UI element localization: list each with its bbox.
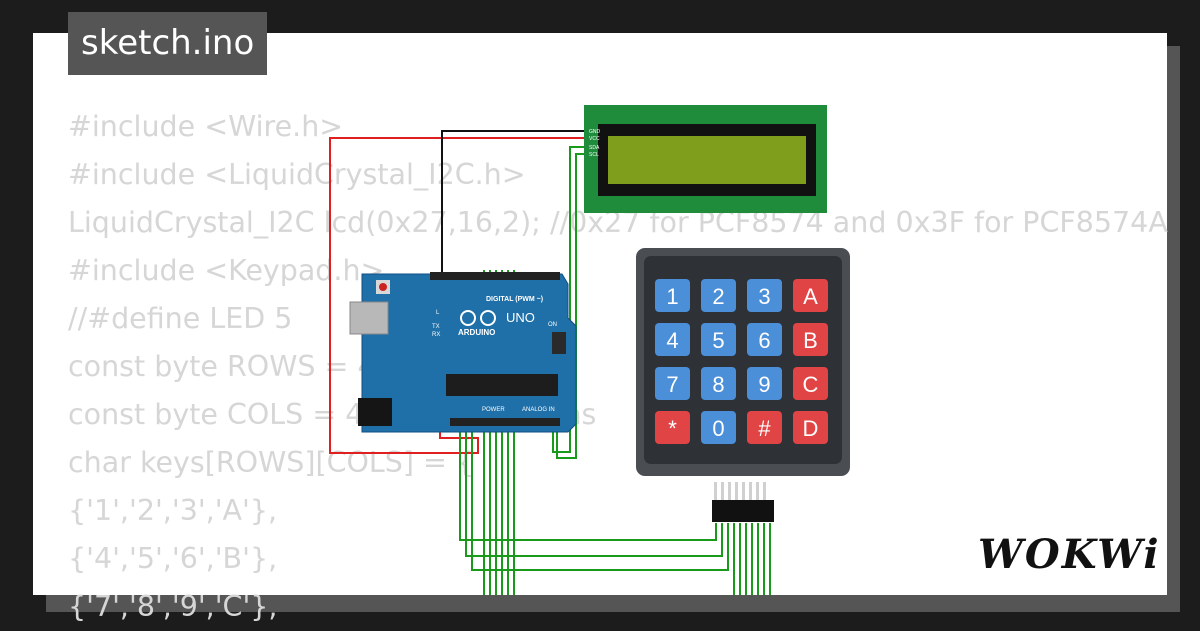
keypad-key-label: * [668,416,677,441]
wire-gnd [441,130,585,277]
keypad-key[interactable]: 7 [655,367,690,400]
digital-header [430,272,560,280]
usb-port [349,301,389,335]
on-label: ON [548,322,557,328]
keypad-key-face [655,367,690,400]
board-label: UNO [506,310,535,325]
code-line: #include <Wire.h> [68,110,344,143]
keypad-key-label: 4 [666,328,678,353]
l-label: L [436,310,440,316]
keypad-key-face [655,279,690,312]
wokwi-logo: WOKWi [976,530,1159,580]
keypad-key[interactable]: B [793,323,828,356]
tx-label: TX [432,324,440,330]
code-line: {'1','2','3','A'}, [68,494,278,527]
keypad-key-label: 2 [712,284,724,309]
keypad-key-face [701,367,736,400]
keypad-key[interactable]: 3 [747,279,782,312]
keypad-key[interactable]: 9 [747,367,782,400]
keypad-key[interactable]: D [793,411,828,444]
keypad-key-face [793,411,828,444]
keypad-key-face [747,367,782,400]
analog-label: ANALOG IN [522,407,555,413]
wire-vcc [329,137,585,454]
wire-sda [552,146,585,453]
lcd-display[interactable]: GND VCC SDA SCL [584,105,827,213]
keypad-key-face [701,411,736,444]
keypad-key-face [655,411,690,444]
rx-label: RX [432,332,440,338]
keypad-key-face [701,279,736,312]
keypad-key-face [747,323,782,356]
keypad-key[interactable]: C [793,367,828,400]
lcd-pin-vcc: VCC [589,136,600,142]
keypad-key-label: 0 [712,416,724,441]
keypad-key-face [747,279,782,312]
brand-label: ARDUINO [458,328,495,337]
keypad-key-label: B [803,328,818,353]
keypad-key[interactable]: 1 [655,279,690,312]
power-analog-header [450,418,560,426]
lcd-pin-scl: SCL [589,152,599,158]
wire-scl [556,153,585,459]
digital-label: DIGITAL (PWM ~) [486,296,543,303]
keypad-key-face [655,323,690,356]
power-jack [358,398,392,426]
svg-text:WOKWi: WOKWi [978,531,1161,578]
keypad-key[interactable]: 2 [701,279,736,312]
keypad-key-label: A [803,284,818,309]
keypad-key[interactable]: # [747,411,782,444]
keypad-key-label: 7 [666,372,678,397]
keypad-key-face [701,323,736,356]
keypad-key[interactable]: A [793,279,828,312]
keypad-key-label: # [758,416,771,441]
keypad-connector [712,500,774,522]
arduino-logo-icon [460,310,476,326]
atmega-chip [446,374,558,396]
lcd-pin-sda: SDA [589,145,600,151]
lcd-pin-gnd: GND [589,129,601,135]
keypad-key-label: 3 [758,284,770,309]
keypad-key-face [793,323,828,356]
keypad-key[interactable]: 8 [701,367,736,400]
code-line: #include <Keypad.h> [68,254,385,287]
lcd-screen [608,136,806,184]
file-title: sketch.ino [68,12,268,75]
power-label: POWER [482,407,505,413]
keypad-key[interactable]: 4 [655,323,690,356]
wokwi-logo-mark: WOKWi [978,531,1159,578]
keypad-key-label: 9 [758,372,770,397]
keypad-key-face [793,367,828,400]
keypad-key-label: D [803,416,819,441]
keypad-key-face [793,279,828,312]
keypad-key-label: 1 [666,284,678,309]
code-line: #include <LiquidCrystal_I2C.h> [68,158,526,191]
membrane-keypad[interactable]: 1 2 3 A 4 5 6 B 7 8 9 C * 0 # D [636,248,850,522]
keypad-key-label: 6 [758,328,770,353]
keypad-key-face [747,411,782,444]
arduino-uno-board[interactable]: DIGITAL (PWM ~) UNO ARDUINO ON L TX RX P… [349,272,577,433]
keypad-key-label: 5 [712,328,724,353]
keypad-key[interactable]: 6 [747,323,782,356]
code-line: //#define LED 5 [68,302,293,335]
keypad-key[interactable]: 5 [701,323,736,356]
keypad-key[interactable]: 0 [701,411,736,444]
code-line: {'4','5','6','B'}, [68,542,278,575]
icsp-header [552,332,566,354]
keypad-key-label: C [803,372,819,397]
keypad-key[interactable]: * [655,411,690,444]
code-line: {'7','8','9','C'}, [68,590,278,623]
keypad-key-label: 8 [712,372,724,397]
